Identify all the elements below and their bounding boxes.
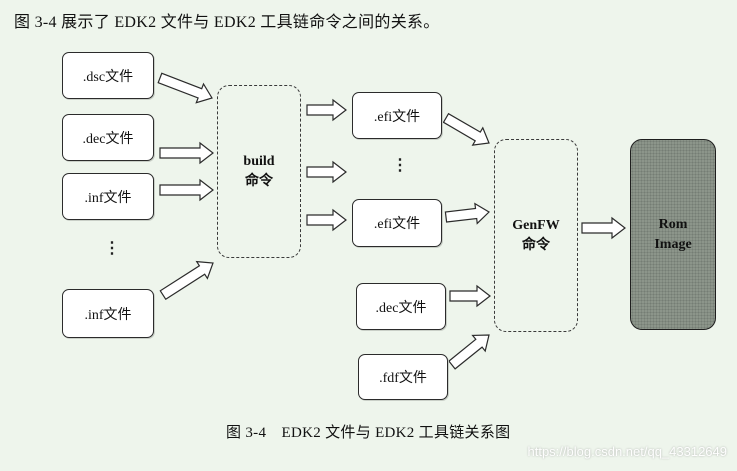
fdf-file-box: .fdf文件 <box>358 354 448 400</box>
inf-file-box-top: .inf文件 <box>62 173 154 220</box>
dsc-file-label: .dsc文件 <box>82 69 134 85</box>
rom-image-line2: Image <box>654 236 692 252</box>
arrow-inf-top-to-build <box>159 178 214 202</box>
arrow-efi-bottom-to-genfw <box>444 202 490 225</box>
rom-image-line1: Rom <box>658 216 688 232</box>
efi-file-box-top: .efi文件 <box>352 92 442 139</box>
arrow-dsc-to-build <box>157 72 213 104</box>
genfw-command-line2: 命令 <box>521 237 550 253</box>
dec-file-box-left: .dec文件 <box>62 114 154 161</box>
ellipsis-middle: ⋮ <box>392 157 408 174</box>
inf-file-label-bottom: .inf文件 <box>84 307 132 323</box>
arrow-genfw-to-rom <box>581 216 626 240</box>
arrow-fdf-to-genfw <box>448 334 490 370</box>
genfw-command-line1: GenFW <box>512 217 560 233</box>
build-command-box: build 命令 <box>217 85 301 258</box>
arrow-dec-to-build <box>159 141 214 165</box>
efi-file-label-bottom: .efi文件 <box>373 217 421 232</box>
arrow-build-to-ellipsis <box>306 160 347 184</box>
inf-file-box-bottom: .inf文件 <box>62 289 154 338</box>
inf-file-label-top: .inf文件 <box>84 190 132 206</box>
ellipsis-left: ⋮ <box>104 240 120 257</box>
dec-file-label-left: .dec文件 <box>82 131 134 147</box>
dsc-file-box: .dsc文件 <box>62 52 154 99</box>
rom-image-box: Rom Image <box>630 139 716 330</box>
arrow-build-to-efi-top <box>306 98 347 122</box>
efi-file-label-top: .efi文件 <box>373 109 421 125</box>
genfw-command-box: GenFW 命令 <box>494 139 578 332</box>
watermark-url: https://blog.csdn.net/qq_43312649 <box>527 444 728 459</box>
arrow-efi-top-to-genfw <box>442 112 490 146</box>
build-command-line1: build <box>243 153 275 169</box>
dec-file-label-right: .dec文件 <box>375 300 427 316</box>
build-command-line2: 命令 <box>244 173 273 189</box>
arrow-build-to-efi-bottom <box>306 208 347 232</box>
efi-file-box-bottom: .efi文件 <box>352 199 442 247</box>
figure-caption: 图 3-4 EDK2 文件与 EDK2 工具链关系图 <box>226 425 511 441</box>
arrow-inf-bottom-to-build <box>159 260 214 301</box>
arrow-dec-to-genfw <box>449 284 491 308</box>
intro-text: 图 3-4 展示了 EDK2 文件与 EDK2 工具链命令之间的关系。 <box>14 14 440 31</box>
fdf-file-label: .fdf文件 <box>379 371 427 386</box>
dec-file-box-right: .dec文件 <box>356 283 446 330</box>
